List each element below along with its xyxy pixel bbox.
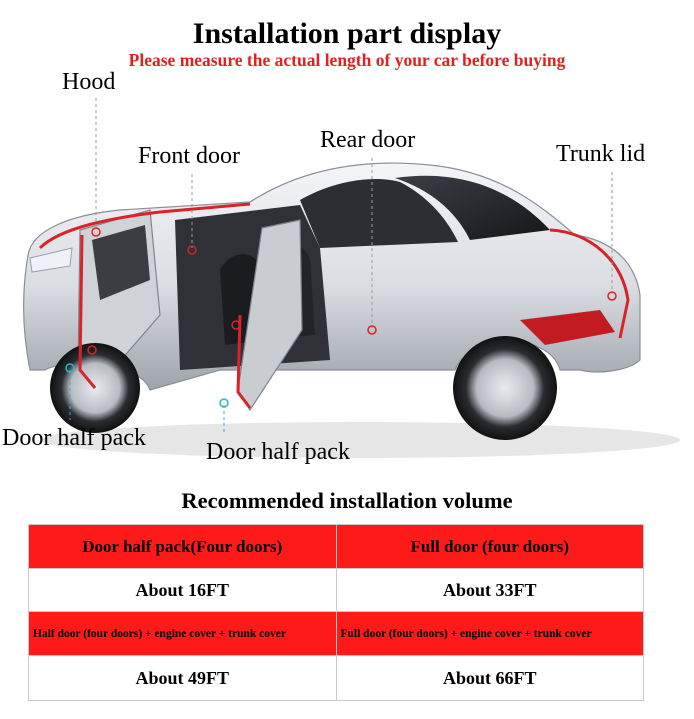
front-door-strip xyxy=(78,234,97,389)
tail-light xyxy=(520,310,615,345)
half-pack-header: Door half pack(Four doors) xyxy=(28,524,337,569)
trunk-strip xyxy=(549,228,630,339)
front-door-strip-dot xyxy=(87,345,97,355)
label-door-half-pack-left: Door half pack xyxy=(2,425,146,451)
rear-door-strip-dot xyxy=(231,320,241,330)
half-door-combo-header: Half door (four doors) + engine cover + … xyxy=(28,611,337,656)
rear-door-dot xyxy=(367,325,377,335)
car-drawing xyxy=(23,98,680,458)
label-front-door: Front door xyxy=(138,143,240,169)
rear-wheel xyxy=(453,336,557,440)
label-rear-door: Rear door xyxy=(320,127,416,153)
open-rear-door xyxy=(237,219,303,412)
label-hood: Hood xyxy=(62,69,116,95)
headlight xyxy=(29,247,73,273)
volume-table: Door half pack(Four doors) Full door (fo… xyxy=(28,524,644,701)
rear-door-strip xyxy=(236,314,252,409)
table-row: Door half pack(Four doors) Full door (fo… xyxy=(28,524,644,569)
rear-window xyxy=(395,175,550,240)
table-row: About 49FT About 66FT xyxy=(28,655,644,701)
door-half-left-dot xyxy=(65,363,75,373)
door-half-center-dot xyxy=(219,398,229,408)
full-door-combo-length: About 66FT xyxy=(335,655,644,701)
label-trunk-lid: Trunk lid xyxy=(556,141,646,167)
car-illustration: Hood Front door Rear door Trunk lid Door… xyxy=(0,69,694,480)
table-row: About 16FT About 33FT xyxy=(28,568,644,612)
full-door-header: Full door (four doors) xyxy=(335,524,644,569)
front-door-glass xyxy=(92,225,150,300)
hood-strip xyxy=(38,202,251,250)
trunk-lid-dot xyxy=(607,291,617,301)
half-pack-length: About 16FT xyxy=(28,568,337,612)
front-door-dot xyxy=(187,245,197,255)
page-title: Installation part display xyxy=(192,17,502,50)
half-door-combo-length: About 49FT xyxy=(28,655,337,701)
hood-dot xyxy=(91,227,101,237)
rear-side-window xyxy=(300,179,458,248)
full-door-length: About 33FT xyxy=(335,568,644,612)
table-row: Half door (four doors) + engine cover + … xyxy=(28,611,644,656)
label-door-half-pack-center: Door half pack xyxy=(206,439,350,465)
measure-warning: Please measure the actual length of your… xyxy=(128,50,566,70)
full-door-combo-header: Full door (four doors) + engine cover + … xyxy=(335,611,644,656)
volume-title: Recommended installation volume xyxy=(181,488,513,513)
